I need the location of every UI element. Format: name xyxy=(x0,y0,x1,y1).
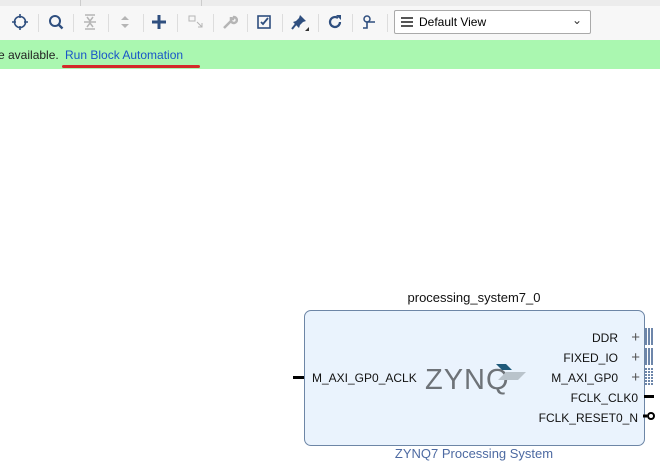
toolbar: Default View ⌄ xyxy=(0,6,660,40)
pin-m-axi-gp0-aclk[interactable] xyxy=(293,376,304,379)
pin-fclk-reset0-n[interactable] xyxy=(643,410,657,422)
expand-icon[interactable] xyxy=(113,10,137,34)
pin-fclk-clk0[interactable] xyxy=(644,395,654,398)
view-select-value: Default View xyxy=(419,15,487,29)
validate-icon[interactable] xyxy=(252,10,276,34)
tab[interactable] xyxy=(80,0,202,6)
crosshair-icon[interactable] xyxy=(8,10,32,34)
zynq-logo-mark xyxy=(496,364,526,380)
zynq-logo: ZYNQ xyxy=(425,364,510,396)
zoom-icon[interactable] xyxy=(44,10,68,34)
block-instance-name: processing_system7_0 xyxy=(407,290,541,305)
wrench-icon[interactable] xyxy=(218,10,242,34)
view-icon xyxy=(401,17,413,27)
expand-port-icon[interactable]: + xyxy=(631,349,640,366)
chevron-down-icon: ⌄ xyxy=(571,13,582,27)
bus-pins[interactable] xyxy=(644,326,654,388)
collapse-icon[interactable] xyxy=(78,10,102,34)
tab-strip xyxy=(0,0,660,6)
expand-port-icon[interactable]: + xyxy=(631,369,640,386)
banner-message: e available. xyxy=(0,48,59,62)
zynq-ip-block[interactable]: M_AXI_GP0_ACLK DDR + FIXED_IO + M_AXI_GP… xyxy=(304,310,645,446)
block-ip-name: ZYNQ7 Processing System xyxy=(394,446,554,461)
view-select[interactable]: Default View ⌄ xyxy=(394,10,591,34)
run-block-automation-link[interactable]: Run Block Automation xyxy=(65,48,184,62)
port-m-axi-gp0[interactable]: M_AXI_GP0 xyxy=(551,371,618,385)
expand-port-icon[interactable]: + xyxy=(631,329,640,346)
port-fixed-io[interactable]: FIXED_IO xyxy=(563,351,618,365)
port-fclk-clk0[interactable]: FCLK_CLK0 xyxy=(570,391,638,405)
refresh-icon[interactable] xyxy=(323,10,347,34)
port-fclk-reset0-n[interactable]: FCLK_RESET0_N xyxy=(538,411,638,425)
link-underline-annotation xyxy=(62,65,200,68)
notification-banner: e available. Run Block Automation xyxy=(0,40,660,69)
add-icon[interactable] xyxy=(147,10,171,34)
port-ddr[interactable]: DDR xyxy=(592,331,618,345)
optimize-icon[interactable] xyxy=(357,10,381,34)
pin-icon[interactable] xyxy=(288,10,312,34)
regenerate-icon[interactable] xyxy=(184,10,208,34)
port-m-axi-gp0-aclk[interactable]: M_AXI_GP0_ACLK xyxy=(312,371,417,385)
